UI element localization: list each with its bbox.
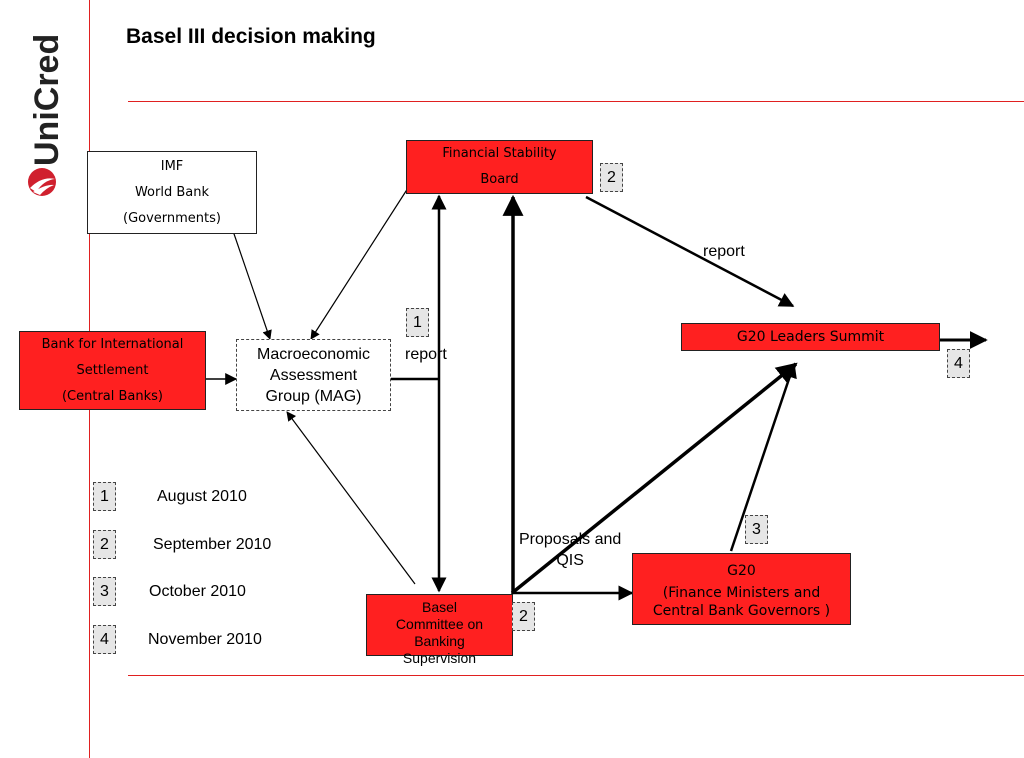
summit-label: G20 Leaders Summit	[736, 329, 885, 345]
timeline-step-badge: 2	[93, 530, 116, 559]
header-divider-line	[128, 101, 1024, 102]
timeline-date: November 2010	[148, 631, 262, 648]
proposals-line-2: QIS	[556, 552, 584, 569]
timeline-date: August 2010	[157, 488, 247, 505]
timeline-date: September 2010	[153, 536, 272, 553]
proposals-line-1: Proposals and	[519, 531, 622, 548]
imf-label-line-1: IMF	[160, 158, 184, 174]
bcbs-label-line-3: Banking	[414, 633, 465, 649]
fsb-label-line-1: Financial Stability	[442, 146, 557, 161]
footer-divider-line	[128, 675, 1024, 676]
bis-label-line-3: (Central Banks)	[61, 388, 164, 404]
mag-label-line-1: Macroeconomic	[257, 345, 370, 363]
imf-label-line-3: (Governments)	[123, 210, 221, 226]
timeline-step-badge: 3	[93, 577, 116, 606]
edge-label-report-mag: report	[405, 346, 447, 363]
arrow-bcbs-to-mag	[286, 411, 416, 585]
step-badge-summit: 4	[947, 349, 970, 378]
arrow-fsb-to-summit	[585, 195, 795, 308]
node-imf-world-bank: IMF World Bank (Governments)	[87, 151, 257, 234]
edge-label-report-fsb: report	[703, 243, 745, 260]
mag-label-line-3: Group (MAG)	[265, 387, 362, 405]
bcbs-label-line-1: Basel	[421, 599, 458, 615]
node-financial-stability-board: Financial Stability Board	[406, 140, 593, 194]
g20fm-label-line-3: Central Bank Governors )	[652, 603, 831, 619]
step-badge-g20: 3	[745, 515, 768, 544]
node-g20-leaders-summit: G20 Leaders Summit	[681, 323, 940, 351]
step-badge-fsb: 2	[600, 163, 623, 192]
bis-label-line-1: Bank for International	[41, 336, 184, 352]
step-badge-mag: 1	[406, 308, 429, 337]
arrow-fsb-to-mag	[310, 187, 409, 340]
fsb-label-line-2: Board	[480, 172, 519, 187]
timeline-step-badge: 4	[93, 625, 116, 654]
bis-label-line-2: Settlement	[76, 362, 149, 378]
bcbs-label-line-2: Committee on	[395, 616, 484, 632]
node-bank-for-international-settlement: Bank for International Settlement (Centr…	[19, 331, 206, 410]
page-title: Basel III decision making	[126, 25, 376, 48]
logo-wordmark: UniCredit	[28, 34, 66, 166]
node-g20-finance-ministers: G20 (Finance Ministers and Central Bank …	[632, 553, 851, 625]
unicredit-logo: UniCredit	[22, 13, 70, 202]
g20fm-label-line-2: (Finance Ministers and	[662, 585, 821, 601]
node-basel-committee: Basel Committee on Banking Supervision	[366, 594, 513, 666]
node-macroeconomic-assessment-group: Macroeconomic Assessment Group (MAG)	[236, 339, 391, 411]
mag-label-line-2: Assessment	[269, 366, 358, 384]
g20fm-label-line-1: G20	[727, 563, 756, 579]
arrow-imf-to-mag	[231, 227, 272, 340]
timeline-date: October 2010	[149, 583, 246, 600]
imf-label-line-2: World Bank	[134, 184, 210, 200]
timeline-step-badge: 1	[93, 482, 116, 511]
bcbs-label-line-4: Supervision	[402, 650, 477, 666]
edge-label-proposals: Proposals and QIS	[519, 529, 621, 571]
logo-emblem-icon	[28, 168, 56, 196]
step-badge-bcbs: 2	[512, 602, 535, 631]
